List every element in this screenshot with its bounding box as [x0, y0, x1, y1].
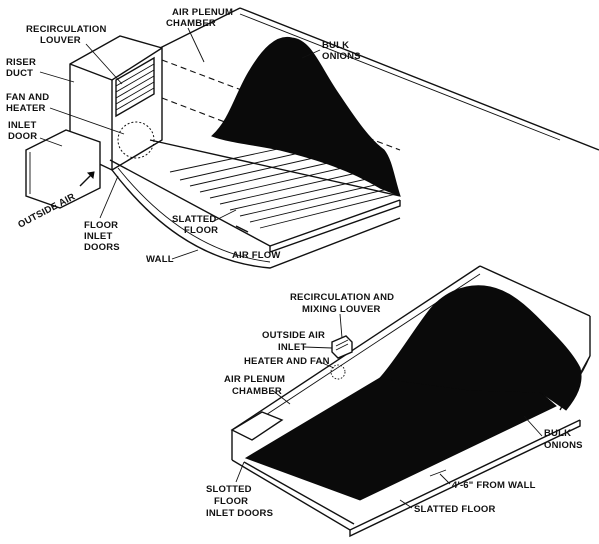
bulk-onions-pile [211, 36, 401, 197]
recirculation-louver [115, 56, 155, 118]
bottom-labels: RECIRCULATION AND MIXING LOUVER OUTSIDE … [206, 292, 583, 519]
fan-and-heater [117, 121, 155, 159]
label-riser-duct: RISER DUCT [6, 57, 39, 79]
label-slotted-floor-inlet-doors: SLOTTED FLOOR INLET DOORS [206, 484, 273, 519]
label-outside-air-inlet: OUTSIDE AIR INLET [262, 330, 328, 353]
label-floor-inlet-doors: FLOOR INLET DOORS [84, 220, 121, 253]
label-air-plenum-chamber-top: AIR PLENUM CHAMBER [166, 7, 236, 29]
top-labels: RECIRCULATION LOUVER AIR PLENUM CHAMBER … [6, 7, 361, 265]
air-plenum-chamber-curb [230, 411, 284, 441]
inlet-door [25, 129, 101, 209]
outside-air-inlet-box [331, 335, 353, 359]
label-bulk-onions-top: BULK ONIONS [322, 40, 361, 62]
label-recirculation-and-mixing-louver: RECIRCULATION AND MIXING LOUVER [290, 292, 397, 315]
label-heater-and-fan: HEATER AND FAN [244, 356, 330, 367]
label-fan-and-heater: FAN AND HEATER [6, 92, 52, 114]
label-slatted-floor-bottom: SLATTED FLOOR [414, 504, 496, 515]
label-wall: WALL [146, 254, 174, 265]
label-distance-from-wall: 4'-6" FROM WALL [452, 480, 536, 491]
label-slatted-floor-top: SLATTED FLOOR [172, 214, 219, 236]
label-air-flow: AIR FLOW [232, 250, 281, 261]
label-air-plenum-chamber-bottom: AIR PLENUM CHAMBER [224, 374, 288, 397]
label-recirculation-louver: RECIRCULATION LOUVER [26, 24, 109, 46]
top-storage-bin-drawing [25, 7, 599, 269]
bulk-onions-pile-bottom [379, 285, 582, 411]
bottom-storage-bin-drawing [230, 265, 591, 538]
label-inlet-door: INLET DOOR [8, 120, 39, 142]
heater-and-fan [330, 364, 346, 380]
label-bulk-onions-bottom: BULK ONIONS [544, 428, 583, 451]
